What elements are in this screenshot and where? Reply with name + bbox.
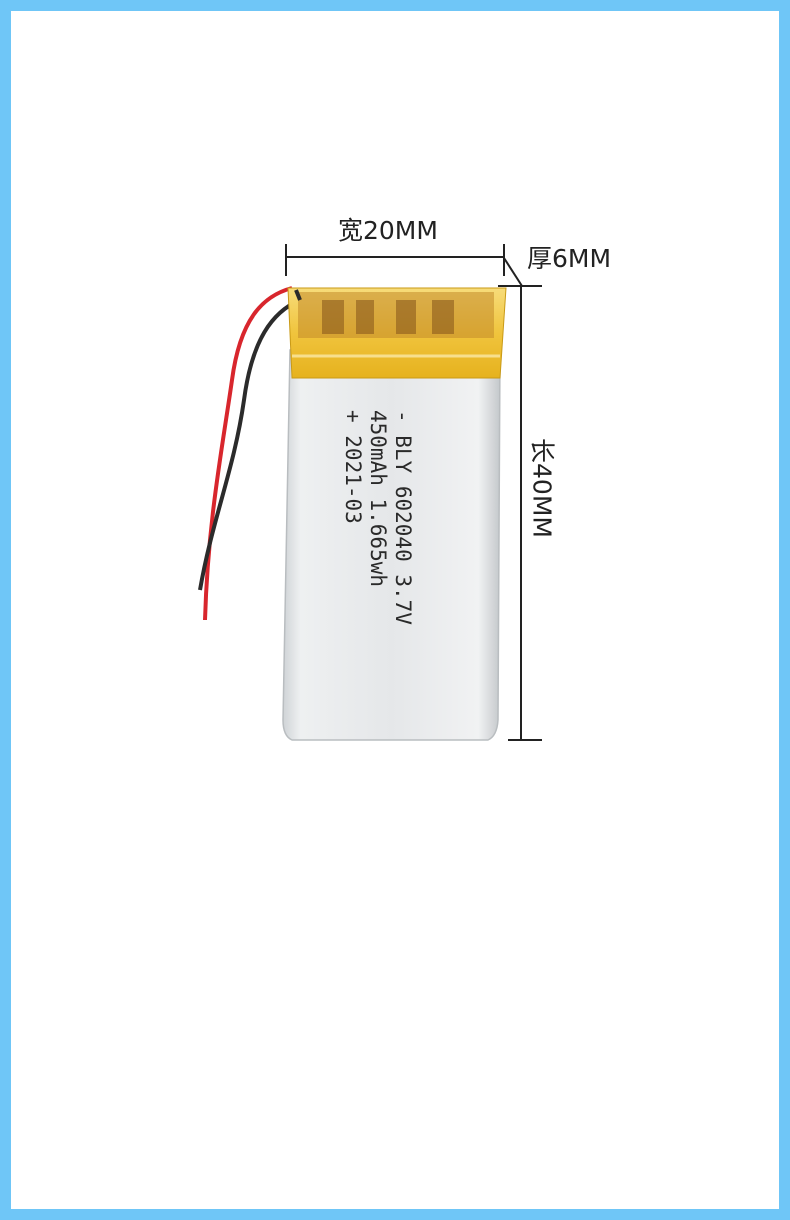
battery-label-line3: + 2021-03 [341,410,365,524]
thickness-label: 厚6MM [527,244,612,273]
battery-label-line1: - BLY 602040 3.7V [391,410,415,625]
black-wire [198,298,301,591]
length-dimension [508,286,542,741]
battery-body [282,349,501,741]
length-label: 长40MM [527,438,557,538]
battery-label-line2: 450mAh 1.665wh [366,410,390,588]
width-dimension [285,244,505,276]
width-label: 宽20MM [338,216,438,245]
red-wire [203,286,293,621]
